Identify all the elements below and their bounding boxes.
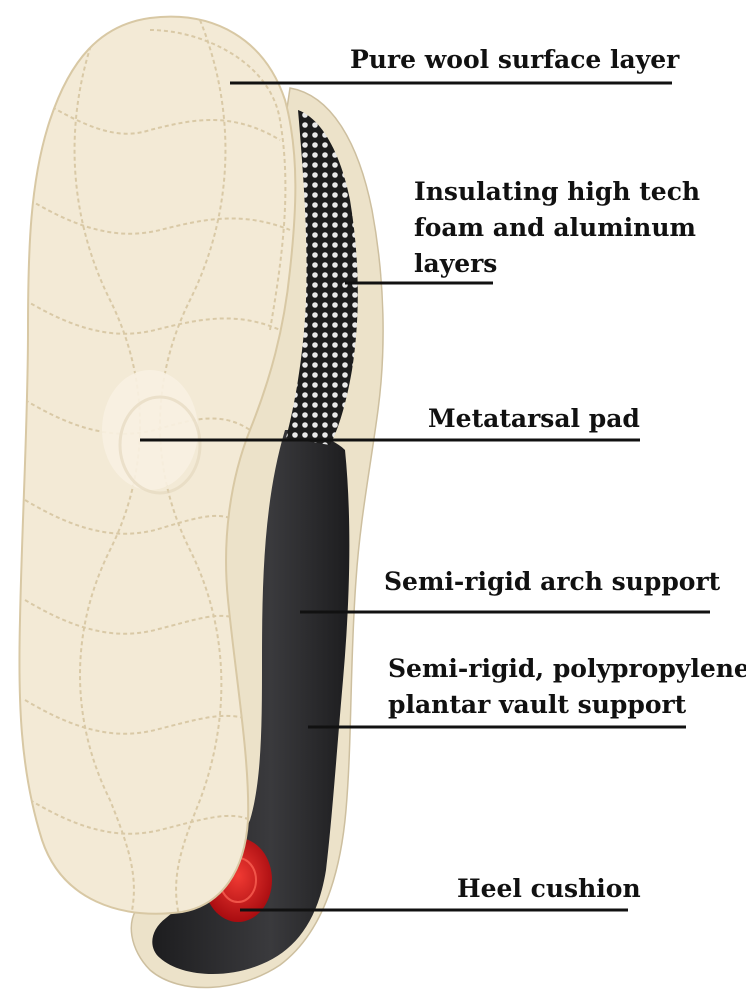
insulating-foam-label-line-3: layers xyxy=(414,249,498,278)
metatarsal-pad-label-line-1: Metatarsal pad xyxy=(428,404,640,433)
metatarsal-pad-label: Metatarsal pad xyxy=(428,401,640,437)
arch-support-label: Semi-rigid arch support xyxy=(384,564,720,600)
pure-wool-label-line-1: Pure wool surface layer xyxy=(350,45,680,74)
heel-cushion-label-line-1: Heel cushion xyxy=(457,874,641,903)
metatarsal-pad-shade xyxy=(118,395,202,495)
plantar-vault-label-line-1: Semi-rigid, polypropylene xyxy=(388,654,746,683)
leader-lines xyxy=(140,81,710,912)
pure-wool-label: Pure wool surface layer xyxy=(350,42,679,78)
insulating-foam-label-line-2: foam and aluminum xyxy=(414,213,696,242)
insulating-foam-label-line-1: Insulating high tech xyxy=(414,177,701,206)
quilt-stitching xyxy=(24,19,291,914)
plantar-vault-label: Semi-rigid, polypropylene plantar vault … xyxy=(388,651,746,723)
metatarsal-pad xyxy=(102,370,198,490)
insulating-foam-label: Insulating high tech foam and aluminum l… xyxy=(414,174,700,282)
plantar-vault-label-line-2: plantar vault support xyxy=(388,690,687,719)
arch-support xyxy=(152,430,350,975)
foam-mesh-layer xyxy=(286,110,358,445)
heel-cushion-label: Heel cushion xyxy=(457,871,641,907)
arch-support-label-line-1: Semi-rigid arch support xyxy=(384,567,721,596)
